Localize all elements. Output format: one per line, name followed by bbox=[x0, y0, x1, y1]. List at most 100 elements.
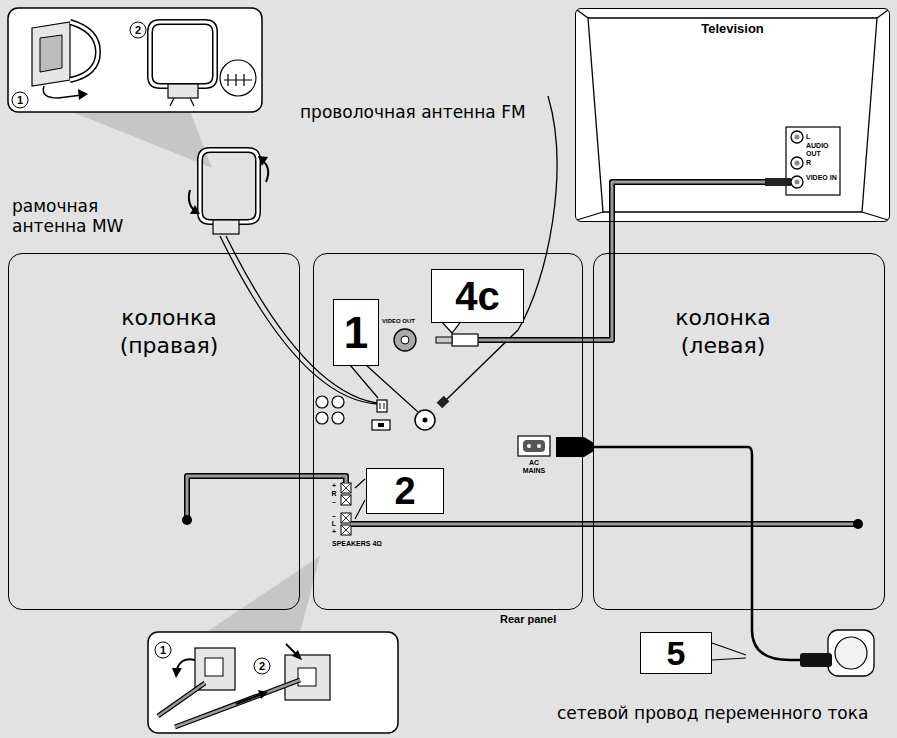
top-inset-part bbox=[8, 8, 262, 112]
cable-core bbox=[583, 523, 593, 526]
callout-box: 5 bbox=[640, 632, 712, 674]
bottom-inset-part bbox=[148, 632, 398, 733]
antenna-step-two-part bbox=[220, 60, 256, 96]
bottom-inset-part bbox=[292, 650, 302, 660]
callout-number: 5 bbox=[667, 636, 686, 670]
callout-box: 2 bbox=[366, 468, 444, 514]
rear-panel-drawing-part bbox=[537, 444, 541, 448]
jack-label: VIDEO OUT bbox=[382, 318, 415, 325]
rear-panel-drawing-part bbox=[341, 513, 351, 523]
mains-cord-part bbox=[556, 437, 594, 457]
bottom-inset-part bbox=[236, 694, 262, 704]
cable-outline bbox=[300, 473, 313, 479]
fm-wire-antenna-part bbox=[446, 96, 557, 400]
rear-panel-drawing-part bbox=[372, 420, 390, 430]
antenna-step-two-part bbox=[170, 98, 194, 106]
wire-label: сетевой провод переменного тока bbox=[557, 703, 868, 723]
television-drawing-part bbox=[791, 157, 803, 169]
rear-panel-drawing-part bbox=[518, 436, 550, 456]
mains-cord-part bbox=[835, 637, 867, 669]
speaker-box: колонка (правая) bbox=[8, 253, 300, 610]
speaker-wires-part bbox=[351, 523, 583, 526]
bottom-inset-part bbox=[205, 658, 223, 676]
bottom-inset bbox=[148, 556, 398, 733]
mains-cord-part bbox=[594, 447, 802, 660]
rear-panel-drawing-part bbox=[452, 334, 478, 346]
terminal-sign: L bbox=[330, 520, 338, 528]
antenna-step-one-part bbox=[43, 86, 82, 98]
antenna-step-two-part bbox=[150, 22, 215, 86]
television-drawing-part bbox=[795, 180, 800, 185]
mw-loop-antenna-part bbox=[200, 150, 258, 222]
television-drawing-part bbox=[786, 127, 840, 195]
step-number: 2 bbox=[130, 22, 146, 38]
television-drawing-part bbox=[612, 182, 765, 222]
bottom-inset-part bbox=[175, 680, 300, 727]
rear-panel-drawing-part bbox=[341, 483, 351, 493]
speaker-wires-part bbox=[313, 476, 346, 483]
antenna-step-one-part bbox=[40, 35, 62, 72]
television-drawing-part bbox=[795, 161, 800, 166]
rear-panel-drawing-part bbox=[332, 412, 344, 424]
cable-core bbox=[300, 475, 313, 478]
antenna-step-one-part bbox=[12, 92, 28, 108]
cable-connector bbox=[583, 222, 612, 340]
rear-panel-drawing-part bbox=[316, 412, 328, 424]
bottom-inset-part bbox=[155, 642, 171, 658]
mains-cord bbox=[556, 437, 874, 676]
terminal-sign: – bbox=[330, 498, 338, 506]
panel-caption: Rear panel bbox=[500, 613, 556, 625]
mw-loop-antenna bbox=[189, 150, 384, 404]
cable-outline bbox=[583, 521, 593, 527]
top-inset-part bbox=[70, 111, 212, 168]
television-drawing bbox=[575, 8, 890, 222]
rear-panel-drawing-part bbox=[377, 400, 387, 412]
speaker-wires-part bbox=[187, 476, 300, 518]
callout-box: 1 bbox=[333, 299, 379, 366]
speaker-wires-part bbox=[351, 521, 583, 527]
box-label: колонка (правая) bbox=[104, 304, 234, 359]
step-number: 1 bbox=[12, 92, 28, 108]
antenna-step-one-part bbox=[70, 22, 98, 80]
speaker-wires-part bbox=[593, 523, 858, 526]
callout-number: 4c bbox=[455, 276, 500, 316]
mw-loop-antenna-part bbox=[200, 150, 258, 222]
bottom-inset-part bbox=[285, 655, 330, 700]
box-label: колонка (левая) bbox=[658, 304, 788, 359]
speaker-wires bbox=[182, 476, 863, 529]
step-number: 2 bbox=[254, 658, 270, 674]
terminal-sign: – bbox=[330, 512, 338, 520]
mains-cord-part bbox=[800, 653, 832, 667]
terminal-sign: + bbox=[330, 482, 338, 490]
rear-panel-drawing-part bbox=[341, 525, 351, 535]
socket-label: AC MAINS bbox=[521, 459, 547, 475]
rear-panel-drawing-part bbox=[341, 513, 351, 523]
speaker-wires-part bbox=[853, 519, 863, 529]
jack-label: R bbox=[806, 159, 811, 167]
rear-panel-drawing-part bbox=[378, 423, 384, 427]
antenna-step-two bbox=[130, 22, 256, 106]
bottom-inset-part bbox=[158, 683, 205, 716]
cable-outline bbox=[583, 222, 612, 340]
rear-panel-drawing-part bbox=[341, 495, 351, 505]
fm-wire-antenna-part bbox=[437, 396, 450, 409]
mw-loop-antenna-part bbox=[258, 156, 268, 166]
terminal-sign: R bbox=[330, 490, 338, 498]
rear-panel-drawing-part bbox=[341, 525, 351, 535]
rear-panel-drawing-part bbox=[423, 418, 428, 423]
terminal-sign: + bbox=[330, 528, 338, 536]
rear-panel-drawing-part bbox=[415, 410, 435, 430]
callout-box: 4c bbox=[431, 269, 524, 323]
bottom-inset-part bbox=[298, 668, 316, 686]
rear-panel-drawing-part bbox=[316, 396, 328, 408]
rear-panel-drawing-part bbox=[350, 365, 418, 412]
rear-panel-drawing-part bbox=[527, 444, 531, 448]
television-drawing-part bbox=[791, 176, 803, 188]
speaker-wires-part bbox=[182, 515, 192, 525]
rear-panel-drawing-part bbox=[478, 339, 583, 342]
television-drawing-part bbox=[765, 178, 791, 186]
mw-loop-antenna-part bbox=[226, 236, 384, 404]
rear-panel-drawing-part bbox=[341, 495, 351, 505]
jack-label: AUDIO OUT bbox=[806, 142, 838, 158]
antenna-step-two-part bbox=[168, 84, 198, 98]
